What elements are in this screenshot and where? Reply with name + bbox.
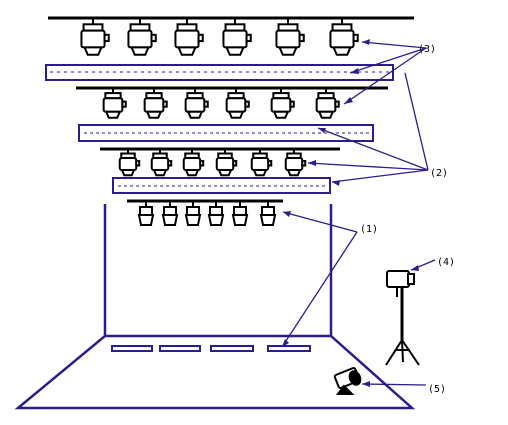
stage-outline [14, 204, 416, 410]
label-4: (4) [437, 257, 455, 268]
lower-fixture-row [118, 149, 307, 177]
floor-light-strips [111, 345, 311, 352]
spotlight-icon [118, 149, 141, 177]
spotlight-icon [259, 201, 277, 226]
small-fixture-row [137, 201, 277, 226]
spotlight-icon [315, 88, 340, 119]
batten-upper [45, 64, 394, 81]
floor-strip [111, 345, 153, 352]
arrowheads [282, 39, 419, 387]
label-2: (2) [430, 168, 448, 179]
spotlight-icon [143, 88, 168, 119]
spotlight-icon [231, 201, 249, 226]
spotlight-icon [137, 201, 155, 226]
spotlight-icon [80, 18, 110, 56]
spotlight-icon [184, 201, 202, 226]
spotlight-icon [329, 18, 359, 56]
spotlight-icon [161, 201, 179, 226]
spotlight-icon [184, 88, 209, 119]
spotlight-icon [182, 149, 205, 177]
spotlight-icon [150, 149, 173, 177]
top-fixture-row [80, 18, 359, 56]
label-5: (5) [428, 384, 446, 395]
floor-strip [210, 345, 254, 352]
label-3: (3) [418, 44, 436, 55]
spotlight-icon [250, 149, 273, 177]
floor-light-icon [333, 366, 362, 395]
spotlight-icon [270, 88, 295, 119]
label-1: (1) [360, 224, 378, 235]
spotlight-icon [174, 18, 204, 56]
floor-strip [159, 345, 201, 352]
spotlight-icon [225, 88, 250, 119]
spotlight-icon [275, 18, 305, 56]
spotlight-icon [215, 149, 238, 177]
floor-strip [267, 345, 311, 352]
batten-lower [112, 177, 331, 194]
tripod-light-icon [385, 270, 420, 366]
spotlight-icon [284, 149, 307, 177]
spotlight-icon [102, 88, 127, 119]
leader-lines [281, 41, 436, 386]
middle-fixture-row [102, 88, 340, 119]
spotlight-icon [127, 18, 157, 56]
batten-middle [78, 124, 374, 142]
spotlight-icon [222, 18, 252, 56]
spotlight-icon [207, 201, 225, 226]
